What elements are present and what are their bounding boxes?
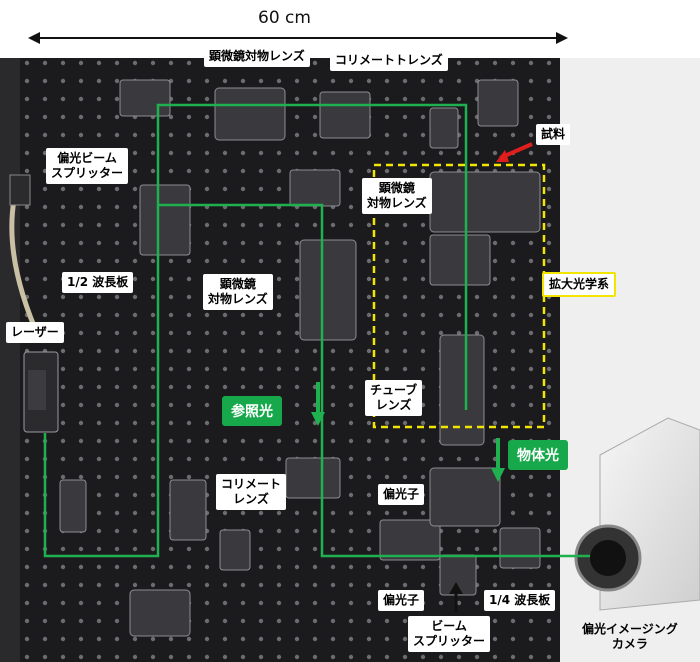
label-half-wave-plate: 1/2 波長板 [62, 272, 134, 293]
reference-light-arrow [311, 382, 325, 426]
label-microscope-objective-right: 顕微鏡 対物レンズ [362, 178, 432, 214]
label-polarizer-right: 偏光子 [378, 484, 425, 505]
label-reference-light: 参照光 [222, 396, 282, 426]
label-laser: レーザー [6, 322, 64, 343]
label-beam-splitter: ビーム スプリッター [408, 616, 491, 652]
object-light-arrow [491, 438, 505, 482]
label-microscope-objective-top: 顕微鏡対物レンズ [204, 46, 310, 67]
optical-mounts [59, 79, 541, 637]
label-pbs: 偏光ビーム スプリッター [46, 148, 129, 184]
sample-arrow [496, 142, 533, 162]
label-magnifying-optics: 拡大光学系 [542, 272, 617, 297]
label-collimator-lens-top: コリメートトレンズ [330, 50, 448, 71]
beam-splitter-arrow [449, 582, 463, 612]
scale-label: 60 cm [258, 8, 311, 28]
label-object-light: 物体光 [508, 440, 568, 470]
scale-arrow [28, 32, 568, 44]
laser-unit [9, 174, 59, 433]
label-polarizer-bottom: 偏光子 [378, 590, 425, 611]
label-quarter-wave-plate: 1/4 波長板 [484, 590, 556, 611]
label-camera: 偏光イメージング カメラ [582, 622, 678, 651]
label-tube-lens: チューブ レンズ [365, 380, 423, 416]
label-sample: 試料 [536, 124, 571, 145]
label-microscope-objective-center: 顕微鏡 対物レンズ [203, 274, 273, 310]
beam-path [43, 103, 590, 558]
label-collimator-lens-center: コリメート レンズ [216, 474, 287, 510]
polarization-camera [574, 417, 700, 611]
